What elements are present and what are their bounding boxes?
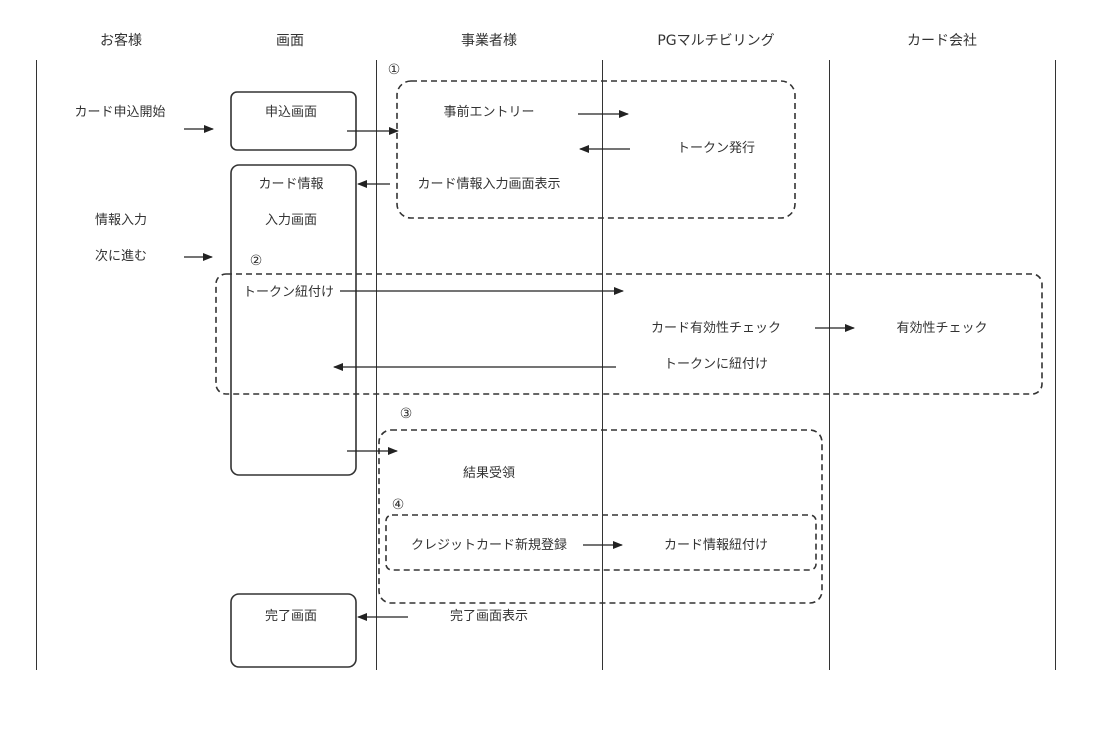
section-marker-2: ② (250, 253, 263, 269)
screen-box-card-info (230, 164, 357, 476)
lane-header-customer: お客様 (100, 32, 142, 49)
label-token-link: トークン紐付け (243, 285, 334, 300)
label-credit-register: クレジットカード新規登録 (411, 537, 567, 553)
label-show-complete: 完了画面表示 (450, 609, 528, 624)
lane-header-pg-multibilling: PGマルチビリング (657, 33, 774, 49)
lane-header-screen: 画面 (276, 33, 304, 49)
label-pre-entry: 事前エントリー (443, 104, 534, 120)
label-card-apply-start: カード申込開始 (74, 105, 165, 120)
label-card-info-bind: カード情報紐付け (664, 538, 768, 553)
label-validity-check: 有効性チェック (896, 321, 987, 336)
group-box-1 (396, 80, 796, 219)
label-apply-screen: 申込画面 (265, 105, 317, 120)
screen-box-apply (230, 91, 357, 151)
group-box-3 (378, 429, 823, 604)
label-result-receive: 結果受領 (463, 465, 515, 481)
label-complete-screen: 完了画面 (265, 609, 317, 624)
screen-box-complete (230, 593, 357, 668)
label-info-input: 情報入力 (95, 213, 147, 228)
section-marker-3: ③ (400, 406, 413, 422)
label-show-card-input: カード情報入力画面表示 (417, 177, 560, 192)
label-token-bind: トークンに紐付け (664, 357, 768, 372)
label-card-info-screen-1: カード情報 (258, 177, 323, 192)
label-token-issue: トークン発行 (677, 141, 755, 156)
group-box-2 (215, 273, 1043, 395)
label-card-info-screen-2: 入力画面 (265, 213, 317, 228)
lane-header-card-company: カード会社 (907, 33, 977, 49)
label-card-validity-check: カード有効性チェック (651, 321, 781, 336)
section-marker-1: ① (388, 62, 401, 78)
section-marker-4: ④ (392, 497, 405, 513)
label-next-step: 次に進む (95, 248, 147, 264)
lane-header-merchant: 事業者様 (461, 33, 517, 49)
